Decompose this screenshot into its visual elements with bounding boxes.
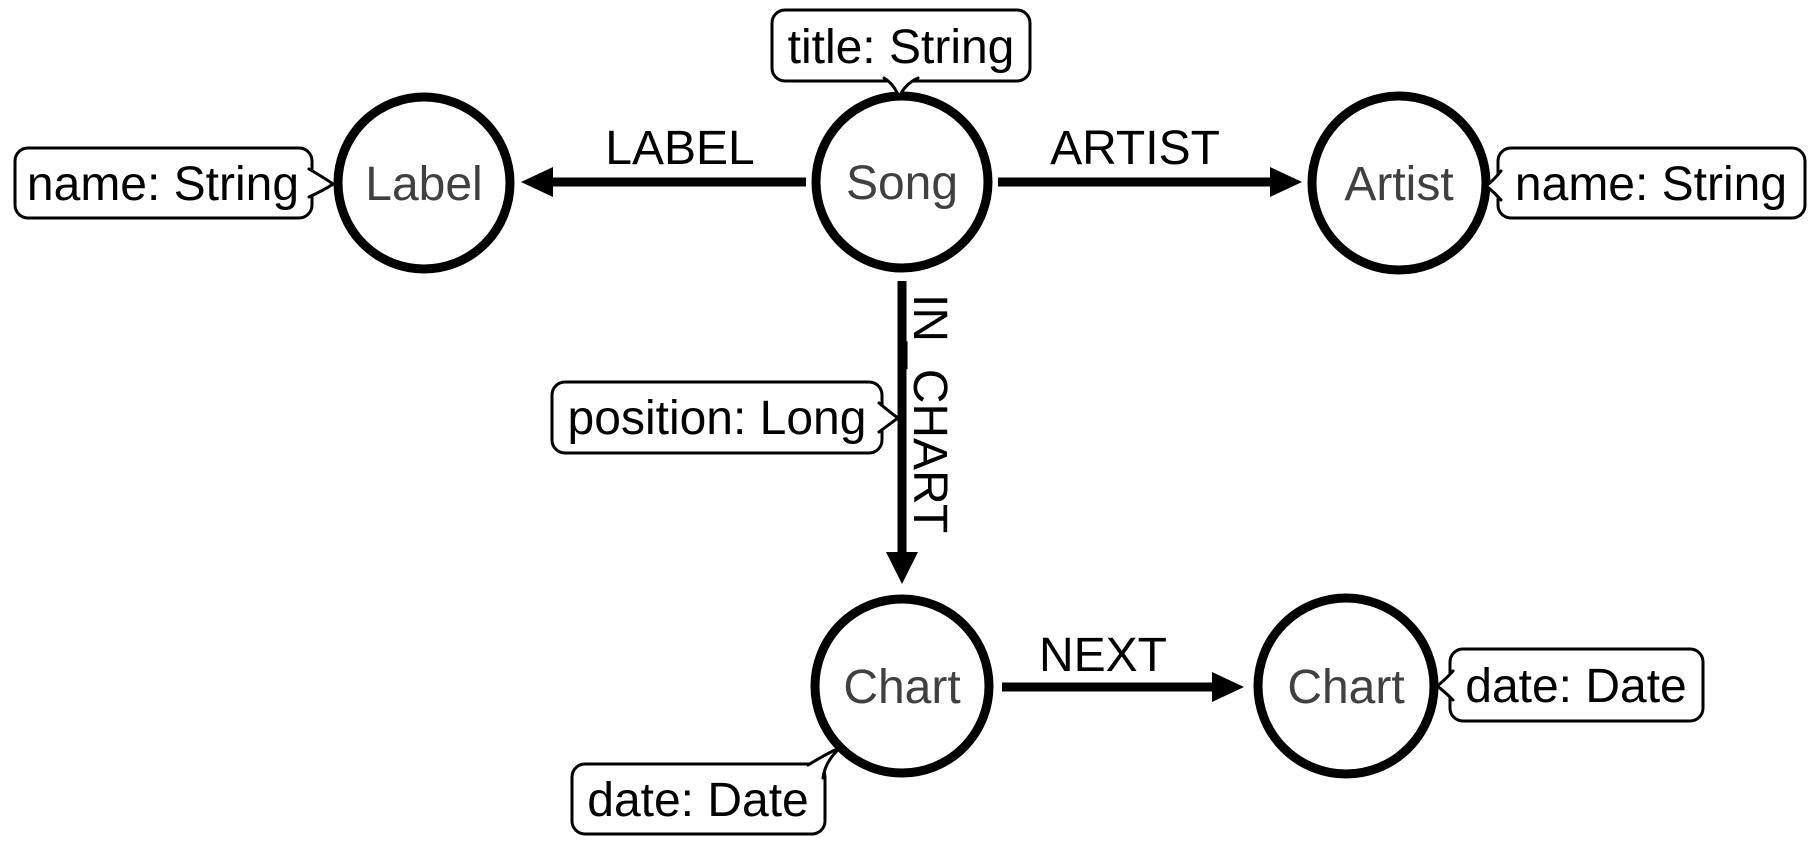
relationship-artist-text: ARTIST (1050, 122, 1220, 175)
node-song-text: Song (846, 157, 958, 210)
node-chart-right-circle (1253, 593, 1439, 779)
callout-title-string: title: String (770, 8, 1032, 101)
callout-title-string-text: title: String (788, 21, 1015, 74)
callout-date-date-left-text: date: Date (587, 774, 808, 827)
node-label: Label (333, 92, 515, 274)
callout-date-date-right: date: Date (1434, 647, 1705, 723)
callout-date-date-right-text: date: Date (1465, 660, 1686, 713)
arrowhead-left-icon (521, 167, 553, 197)
callout-name-string-artist-tail (1483, 169, 1503, 202)
callout-name-string-label: name: String (13, 146, 336, 220)
node-artist: Artist (1307, 91, 1491, 275)
node-song-circle (811, 91, 993, 273)
relationship-label-text: LABEL (605, 122, 754, 175)
callout-position-long-text: position: Long (568, 392, 867, 445)
node-label-circle (333, 92, 515, 274)
node-chart-right: Chart (1253, 593, 1439, 779)
node-chart-right-text: Chart (1287, 661, 1404, 714)
node-song: Song (811, 91, 993, 273)
node-chart-left-circle (810, 594, 994, 778)
relationship-in-chart: IN_CHART (886, 281, 956, 584)
callout-name-string-label-tail (307, 167, 336, 199)
arrowhead-down-icon (886, 552, 918, 584)
relationship-label: LABEL (521, 122, 806, 197)
callout-name-string-label-text: name: String (27, 158, 299, 211)
callout-date-date-right-tail (1434, 669, 1455, 702)
node-chart-left: Chart (810, 594, 994, 778)
relationship-in-chart-text: IN_CHART (903, 294, 956, 533)
callout-date-date-left-box (570, 762, 827, 836)
callout-position-long-tail (877, 401, 901, 434)
callout-name-string-artist: name: String (1483, 146, 1807, 220)
callout-position-long: position: Long (550, 380, 901, 455)
relationship-next: NEXT (1002, 629, 1244, 702)
callout-title-string-tail (882, 76, 920, 101)
node-artist-text: Artist (1344, 158, 1453, 211)
node-label-text: Label (365, 158, 482, 211)
arrowhead-right-icon (1270, 167, 1302, 197)
callout-date-date-left-tail (806, 745, 842, 780)
relationship-next-text: NEXT (1039, 629, 1167, 682)
arrowhead-right-icon (1212, 672, 1244, 702)
node-chart-left-text: Chart (843, 661, 960, 714)
node-artist-circle (1307, 91, 1491, 275)
callout-name-string-artist-text: name: String (1515, 158, 1787, 211)
callout-date-date-left: date: Date (570, 745, 842, 836)
relationship-artist: ARTIST (998, 122, 1302, 197)
